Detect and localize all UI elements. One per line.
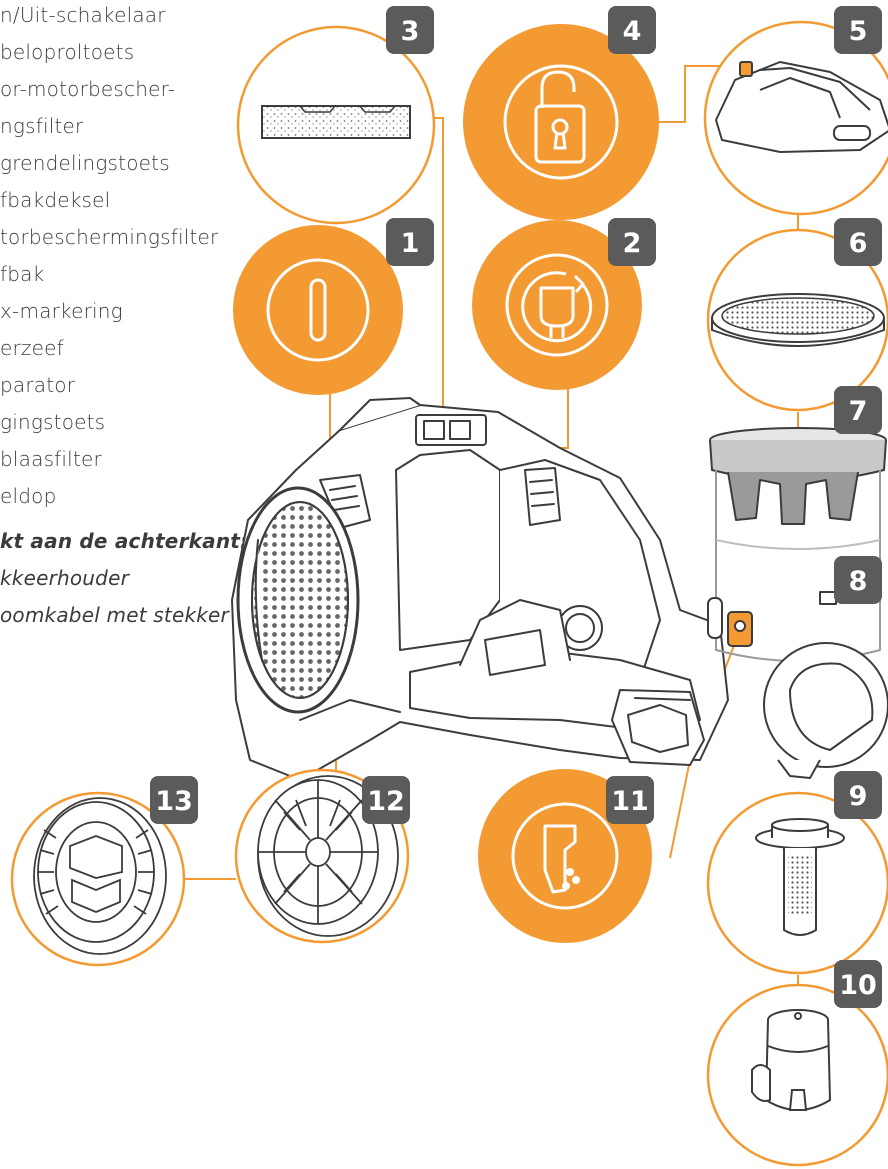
- callout-2-number: 2: [623, 228, 642, 259]
- callout-13: 13: [12, 776, 198, 965]
- callout-3-number: 3: [401, 16, 420, 47]
- callout-4: 4: [463, 6, 659, 220]
- callout-10-number: 10: [839, 970, 877, 1001]
- callout-9: 9: [708, 771, 888, 973]
- callout-9-number: 9: [849, 781, 868, 812]
- callout-6-number: 6: [849, 228, 868, 259]
- callout-1: 1: [233, 218, 434, 395]
- callout-13-number: 13: [155, 786, 193, 817]
- callout-8-badge: 8: [834, 556, 882, 604]
- callout-6: 6: [708, 218, 888, 410]
- vacuum-body: [232, 398, 728, 780]
- callout-12-number: 12: [367, 786, 405, 817]
- callout-7-badge: 7: [834, 386, 882, 434]
- callout-5-number: 5: [849, 16, 868, 47]
- callout-7-number: 7: [849, 396, 868, 427]
- callout-11-number: 11: [611, 786, 649, 817]
- callout-3: 3: [238, 6, 434, 223]
- callout-10: 10: [708, 960, 888, 1165]
- callout-1-number: 1: [401, 228, 420, 259]
- callout-11: 11: [478, 769, 654, 943]
- callout-4-number: 4: [623, 16, 642, 47]
- callout-5: 5: [705, 6, 888, 214]
- callout-8-number: 8: [849, 566, 868, 597]
- callout-12: 12: [236, 770, 410, 942]
- callout-2: 2: [472, 218, 656, 390]
